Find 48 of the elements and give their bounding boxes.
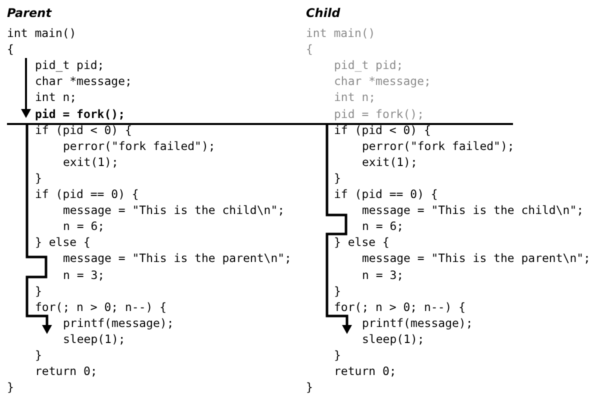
code-line: int n; bbox=[35, 89, 77, 106]
code-line: printf(message); bbox=[362, 314, 473, 331]
code-line: } bbox=[334, 170, 341, 186]
code-line: int main() bbox=[7, 25, 76, 41]
code-line: pid_t pid; bbox=[334, 57, 404, 74]
code-line: n = 3; bbox=[362, 266, 404, 282]
code-line: printf(message); bbox=[63, 314, 174, 331]
code-line: } bbox=[306, 379, 313, 396]
code-line: if (pid < 0) { bbox=[35, 122, 132, 138]
code-line: message = "This is the parent\n"; bbox=[362, 250, 590, 266]
code-line: } else { bbox=[35, 234, 90, 250]
code-line: { bbox=[7, 41, 14, 58]
code-line: } bbox=[35, 170, 42, 186]
code-line: sleep(1); bbox=[63, 330, 126, 347]
code-line: int main() bbox=[306, 25, 376, 41]
code-line: char *message; bbox=[334, 73, 431, 90]
code-line: n = 6; bbox=[63, 218, 105, 234]
column-heading: Child bbox=[306, 6, 340, 20]
code-line: return 0; bbox=[35, 363, 98, 380]
column-heading: Parent bbox=[7, 6, 52, 20]
code-line: { bbox=[306, 41, 313, 58]
code-line: if (pid == 0) { bbox=[334, 186, 438, 202]
code-line: message = "This is the child\n"; bbox=[63, 202, 285, 218]
code-line: perror("fork failed"); bbox=[63, 138, 216, 154]
code-line: message = "This is the parent\n"; bbox=[63, 250, 292, 266]
code-line: } bbox=[334, 347, 341, 363]
code-line: pid_t pid; bbox=[35, 57, 104, 74]
code-line: } else { bbox=[334, 234, 390, 250]
code-line: message = "This is the child\n"; bbox=[362, 202, 584, 218]
code-line: if (pid == 0) { bbox=[35, 186, 139, 202]
code-line: n = 6; bbox=[362, 218, 404, 234]
code-line: perror("fork failed"); bbox=[362, 138, 514, 154]
code-line: int n; bbox=[334, 89, 376, 106]
code-line: for(; n > 0; n--) { bbox=[334, 298, 466, 315]
code-line: n = 3; bbox=[63, 266, 105, 282]
code-line: } bbox=[35, 282, 42, 299]
code-line: if (pid < 0) { bbox=[334, 122, 431, 138]
code-line: } bbox=[7, 379, 14, 396]
code-line: exit(1); bbox=[362, 154, 418, 170]
code-line: for(; n > 0; n--) { bbox=[35, 298, 167, 315]
code-line: sleep(1); bbox=[362, 330, 424, 347]
code-line: return 0; bbox=[334, 363, 396, 380]
code-line: } bbox=[35, 347, 42, 363]
code-line: pid = fork(); bbox=[35, 106, 126, 122]
code-line: pid = fork(); bbox=[334, 106, 424, 122]
code-line: exit(1); bbox=[63, 154, 118, 170]
code-line: char *message; bbox=[35, 73, 132, 90]
code-line: } bbox=[334, 282, 341, 299]
